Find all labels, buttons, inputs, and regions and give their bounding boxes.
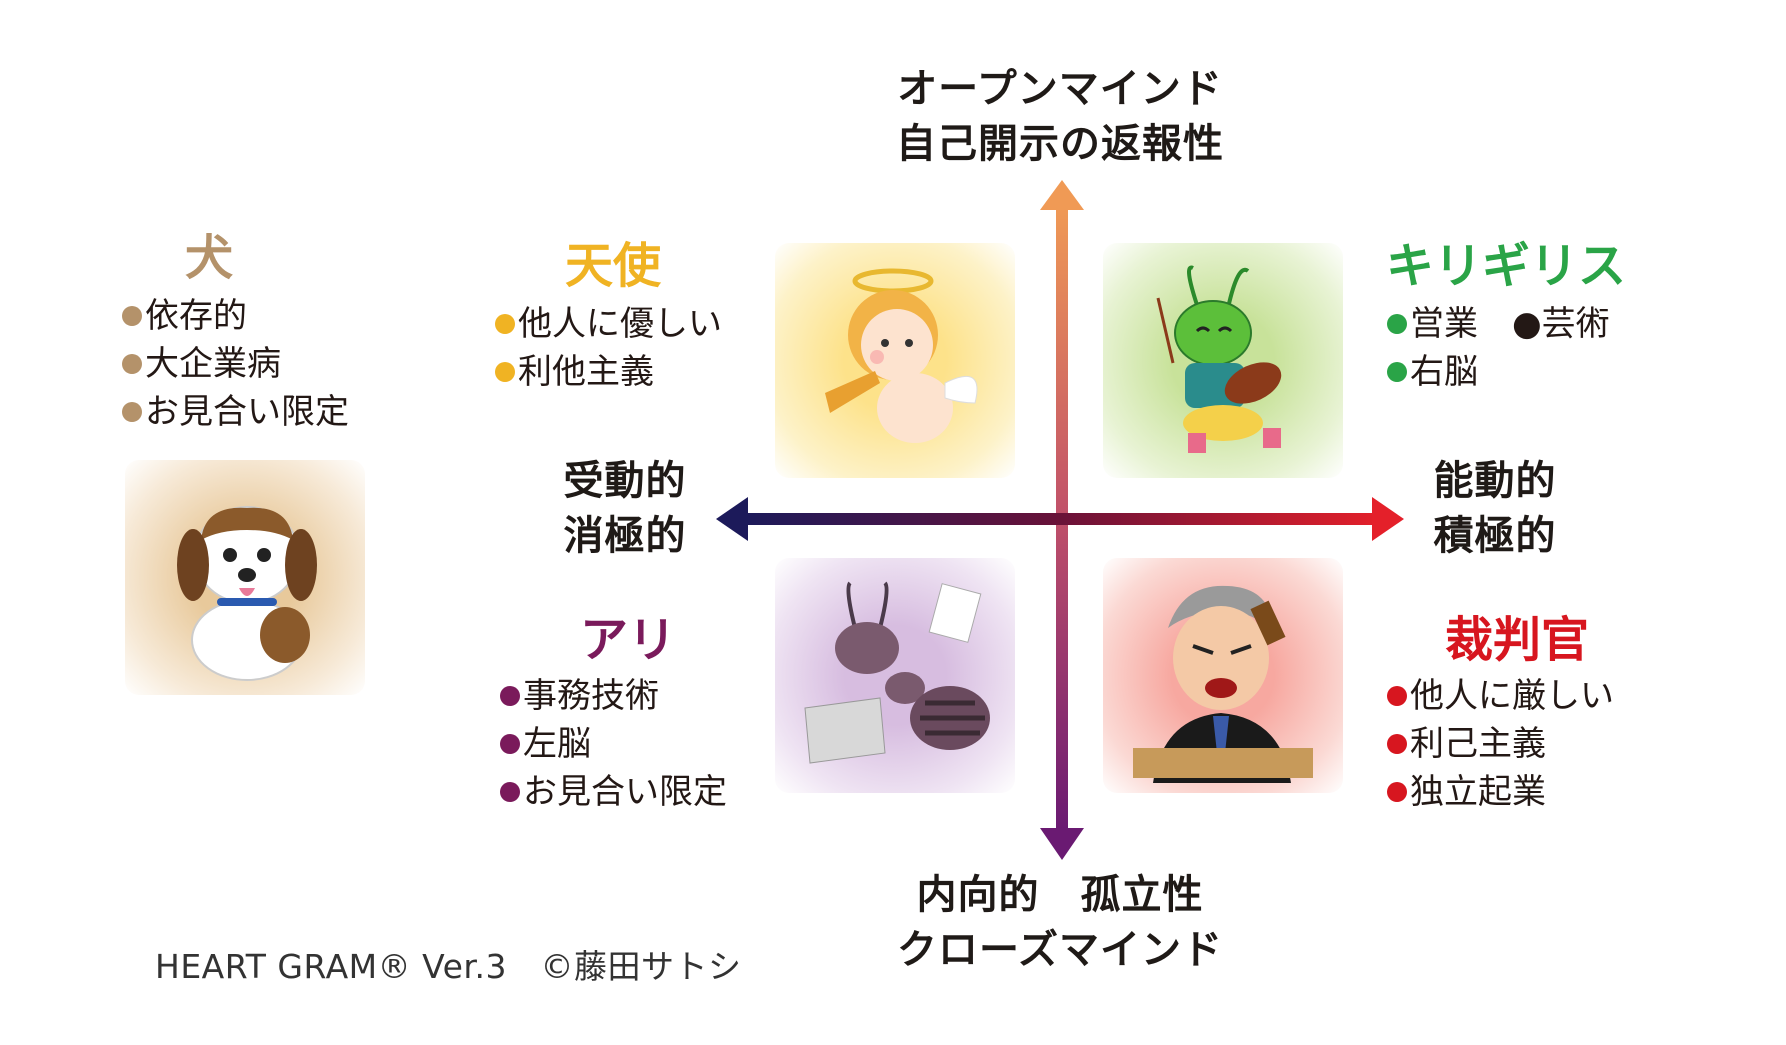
angel-illustration-icon xyxy=(775,243,1015,478)
axis-label-right: 能動的積極的 xyxy=(1433,458,1557,559)
list-item: 左脳 xyxy=(500,720,727,768)
list-item: 事務技術 xyxy=(500,672,727,720)
arrow-up xyxy=(1040,180,1084,210)
copyright-footer: HEART GRAM® Ver.3 ©藤田サトシ xyxy=(155,947,742,986)
grasshopper-illustration-icon xyxy=(1103,243,1343,478)
arrow-left xyxy=(716,497,748,541)
dog-title: 犬 xyxy=(185,230,234,286)
list-item: 独立起業 xyxy=(1387,768,1614,816)
axis-label-left: 受動的消極的 xyxy=(563,458,687,559)
list-item: 他人に厳しい xyxy=(1387,672,1614,720)
ant-illustration-icon xyxy=(775,558,1015,793)
angel-list: 他人に優しい 利他主義 xyxy=(495,300,722,396)
ant-list: 事務技術 左脳 お見合い限定 xyxy=(500,672,727,816)
list-item: 右脳 xyxy=(1387,348,1610,396)
list-item: お見合い限定 xyxy=(500,768,727,816)
axis-label-top: オープンマインド自己開示の返報性 xyxy=(896,66,1224,167)
horizontal-axis xyxy=(745,513,1380,525)
list-item: 営業 ●芸術 xyxy=(1387,300,1610,348)
axis-label-bottom: 内向的 孤立性クローズマインド xyxy=(897,872,1223,973)
arrow-right xyxy=(1372,497,1404,541)
list-item: 利他主義 xyxy=(495,348,722,396)
angel-title: 天使 xyxy=(565,238,662,294)
dog-illustration-icon xyxy=(125,460,365,695)
list-item: 利己主義 xyxy=(1387,720,1614,768)
judge-title: 裁判官 xyxy=(1445,612,1590,668)
ant-title: アリ xyxy=(580,612,677,668)
list-item: お見合い限定 xyxy=(122,388,349,436)
list-item: 大企業病 xyxy=(122,340,349,388)
dog-list: 依存的 大企業病 お見合い限定 xyxy=(122,292,349,436)
arrow-down xyxy=(1040,828,1084,860)
grasshopper-title: キリギリス xyxy=(1386,238,1627,294)
judge-list: 他人に厳しい 利己主義 独立起業 xyxy=(1387,672,1614,816)
list-item: 依存的 xyxy=(122,292,349,340)
grasshopper-list: 営業 ●芸術 右脳 xyxy=(1387,300,1610,396)
list-item: 他人に優しい xyxy=(495,300,722,348)
judge-illustration-icon xyxy=(1103,558,1343,793)
